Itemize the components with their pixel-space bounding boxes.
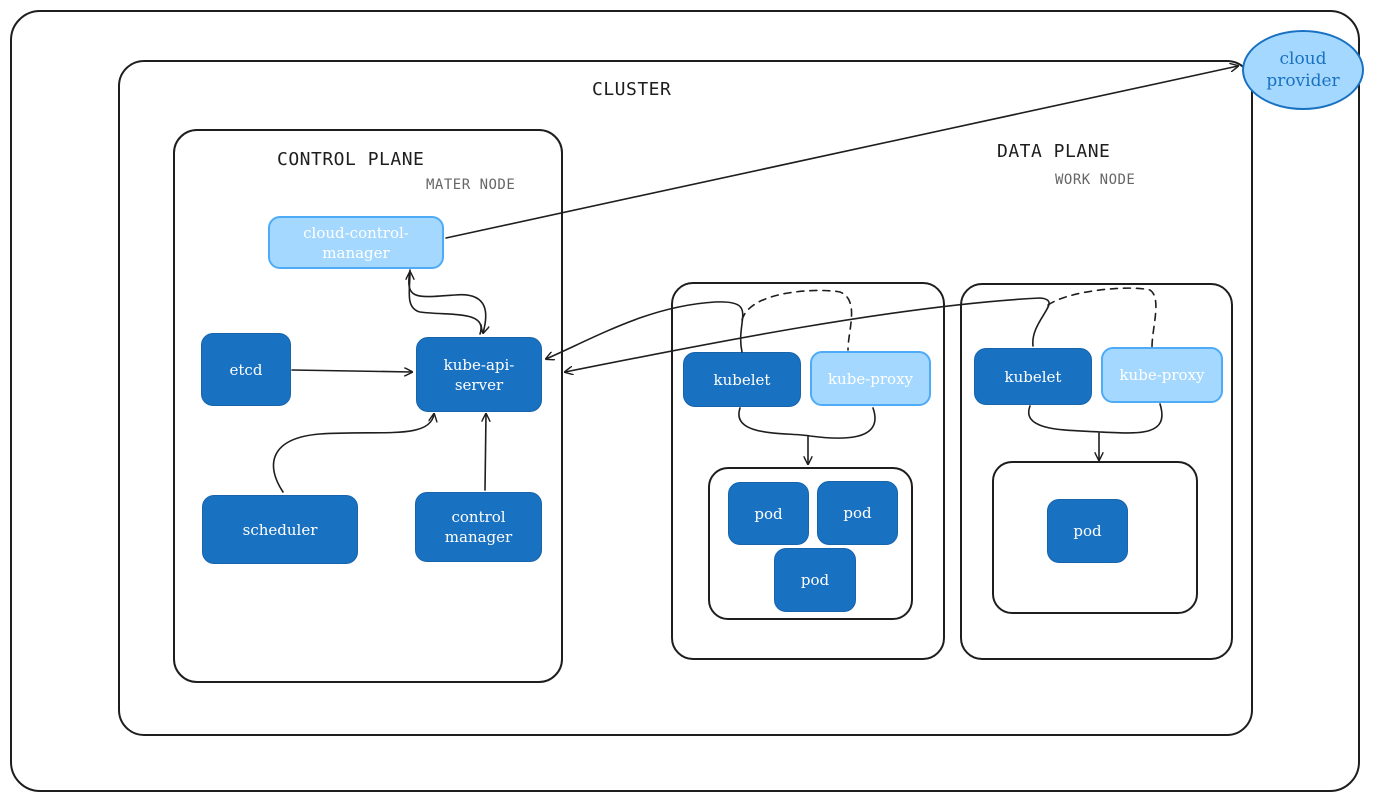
pod-node-1-c: pod: [774, 548, 856, 612]
worker-node-2: [960, 283, 1233, 660]
kube-proxy-node-2: kube-proxy: [1101, 347, 1223, 403]
kube-proxy-node-1: kube-proxy: [810, 351, 931, 406]
kube-api-server: kube-api-server: [416, 337, 542, 412]
data-plane-subtitle: WORK NODE: [1055, 172, 1136, 188]
cluster-title: CLUSTER: [592, 79, 672, 100]
cluster-container: [118, 60, 1253, 736]
cloud-provider-label: cloud provider: [1266, 49, 1340, 91]
pod-node-1-a: pod: [728, 482, 809, 545]
data-plane-title: DATA PLANE: [997, 141, 1111, 162]
kubelet-node-2: kubelet: [974, 348, 1092, 405]
control-manager: control manager: [415, 492, 542, 562]
pod-node-2-a: pod: [1047, 499, 1128, 563]
etcd: etcd: [201, 333, 291, 406]
scheduler: scheduler: [202, 495, 358, 564]
pod-node-1-b: pod: [817, 481, 898, 545]
outer-frame: [10, 10, 1360, 792]
worker-node-1: [671, 282, 945, 660]
control-plane-container: [173, 129, 563, 683]
cloud-control-manager: cloud-control-manager: [268, 216, 444, 269]
cloud-provider-ellipse: cloud provider: [1242, 30, 1364, 110]
control-plane-title: CONTROL PLANE: [277, 149, 425, 170]
kubelet-node-1: kubelet: [683, 352, 801, 407]
control-plane-subtitle: MATER NODE: [426, 177, 516, 193]
